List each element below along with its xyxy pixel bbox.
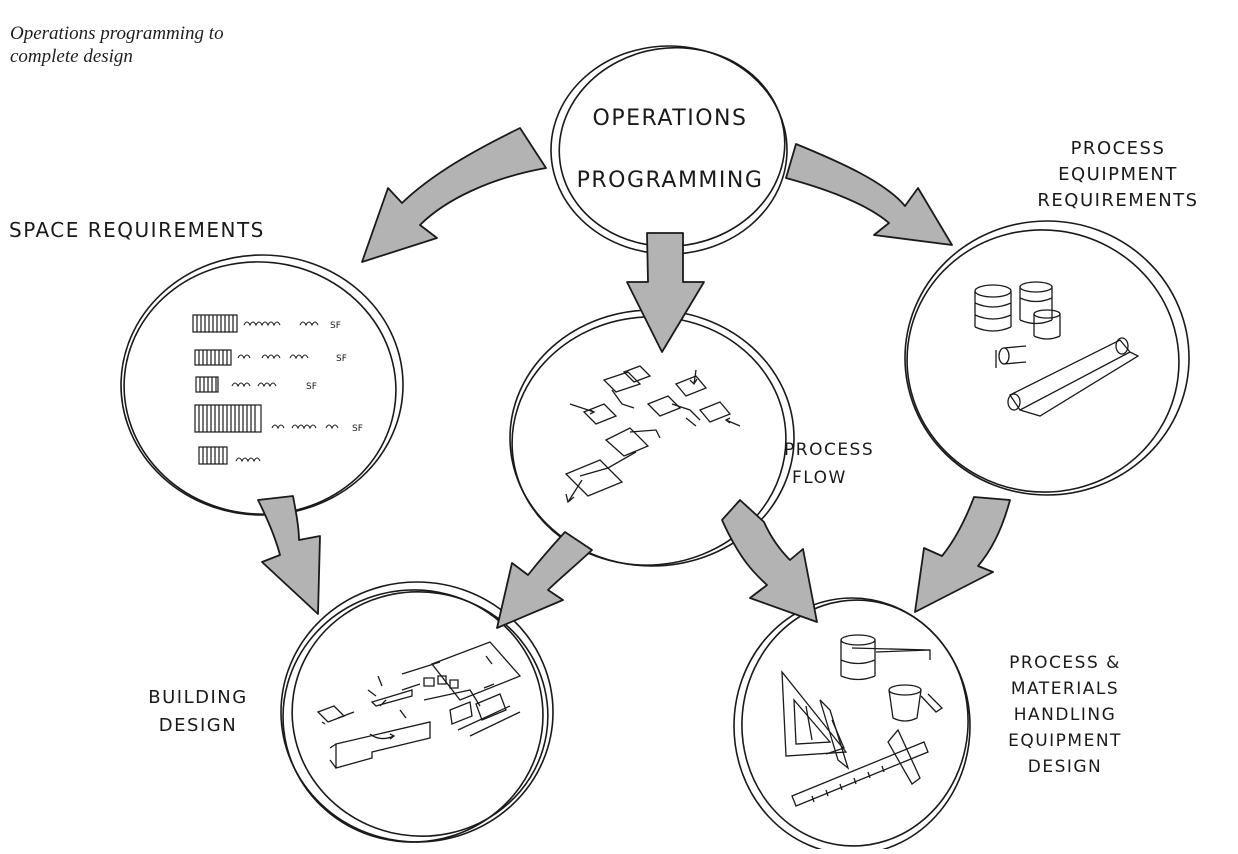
circle-space-requirements (120, 254, 404, 516)
label-materials-line5: DESIGN (1027, 757, 1103, 777)
label-materials-line3: HANDLING (1013, 705, 1117, 725)
label-building-design: BUILDING DESIGN (128, 684, 268, 740)
caption-line-1: Operations programming to (10, 23, 224, 44)
label-equipment-line3: REQUIREMENTS (1037, 190, 1199, 211)
label-process-equipment-requirements: PROCESS EQUIPMENT REQUIREMENTS (1008, 136, 1228, 214)
label-operations-line2: PROGRAMMING (576, 168, 764, 193)
circle-process-equipment (904, 220, 1190, 496)
label-process-flow-line2: FLOW (792, 468, 847, 488)
label-equipment-line2: EQUIPMENT (1058, 164, 1178, 185)
equipment-sketch (974, 281, 1140, 417)
label-building-line2: DESIGN (158, 715, 238, 736)
arrow-ops-to-space (361, 127, 547, 263)
figure-caption: Operations programming to complete desig… (10, 22, 330, 68)
label-materials-line2: MATERIALS (1010, 679, 1120, 699)
label-equipment-line1: PROCESS (1070, 138, 1166, 159)
arrow-flow-to-building (496, 531, 593, 629)
label-operations-line1: OPERATIONS (592, 106, 748, 131)
circle-building-design (280, 581, 554, 843)
circle-materials-handling (733, 597, 971, 854)
space-requirements-scribbles (231, 321, 339, 463)
arrow-equipment-to-materials (914, 496, 1011, 613)
label-building-line1: BUILDING (148, 687, 248, 708)
building-plan-sketch (316, 641, 522, 769)
label-space-requirements: SPACE REQUIREMENTS (9, 216, 265, 244)
arrow-flow-to-materials (721, 499, 818, 623)
caption-line-2: complete design (10, 46, 133, 67)
arrow-ops-to-equipment (785, 143, 953, 246)
sf-label-2: SF (336, 354, 347, 364)
label-operations-programming: OPERATIONS PROGRAMMING (560, 86, 780, 214)
label-materials-line4: EQUIPMENT (1008, 731, 1122, 751)
label-materials-line1: PROCESS & (1009, 653, 1121, 673)
sf-label-4: SF (352, 424, 363, 434)
label-materials-handling: PROCESS & MATERIALS HANDLING EQUIPMENT D… (980, 650, 1150, 780)
label-process-flow-line1: PROCESS (784, 440, 875, 460)
process-flow-sketch (564, 365, 741, 504)
sf-label-1: SF (330, 321, 341, 331)
space-requirements-bars (192, 314, 262, 465)
sf-label-3: SF (306, 382, 317, 392)
materials-handling-sketch (781, 634, 944, 807)
label-space-requirements-text: SPACE REQUIREMENTS (9, 218, 265, 242)
label-process-flow: PROCESS FLOW (784, 436, 874, 492)
arrow-space-to-building (257, 495, 321, 615)
arrow-ops-to-flow (626, 232, 705, 353)
